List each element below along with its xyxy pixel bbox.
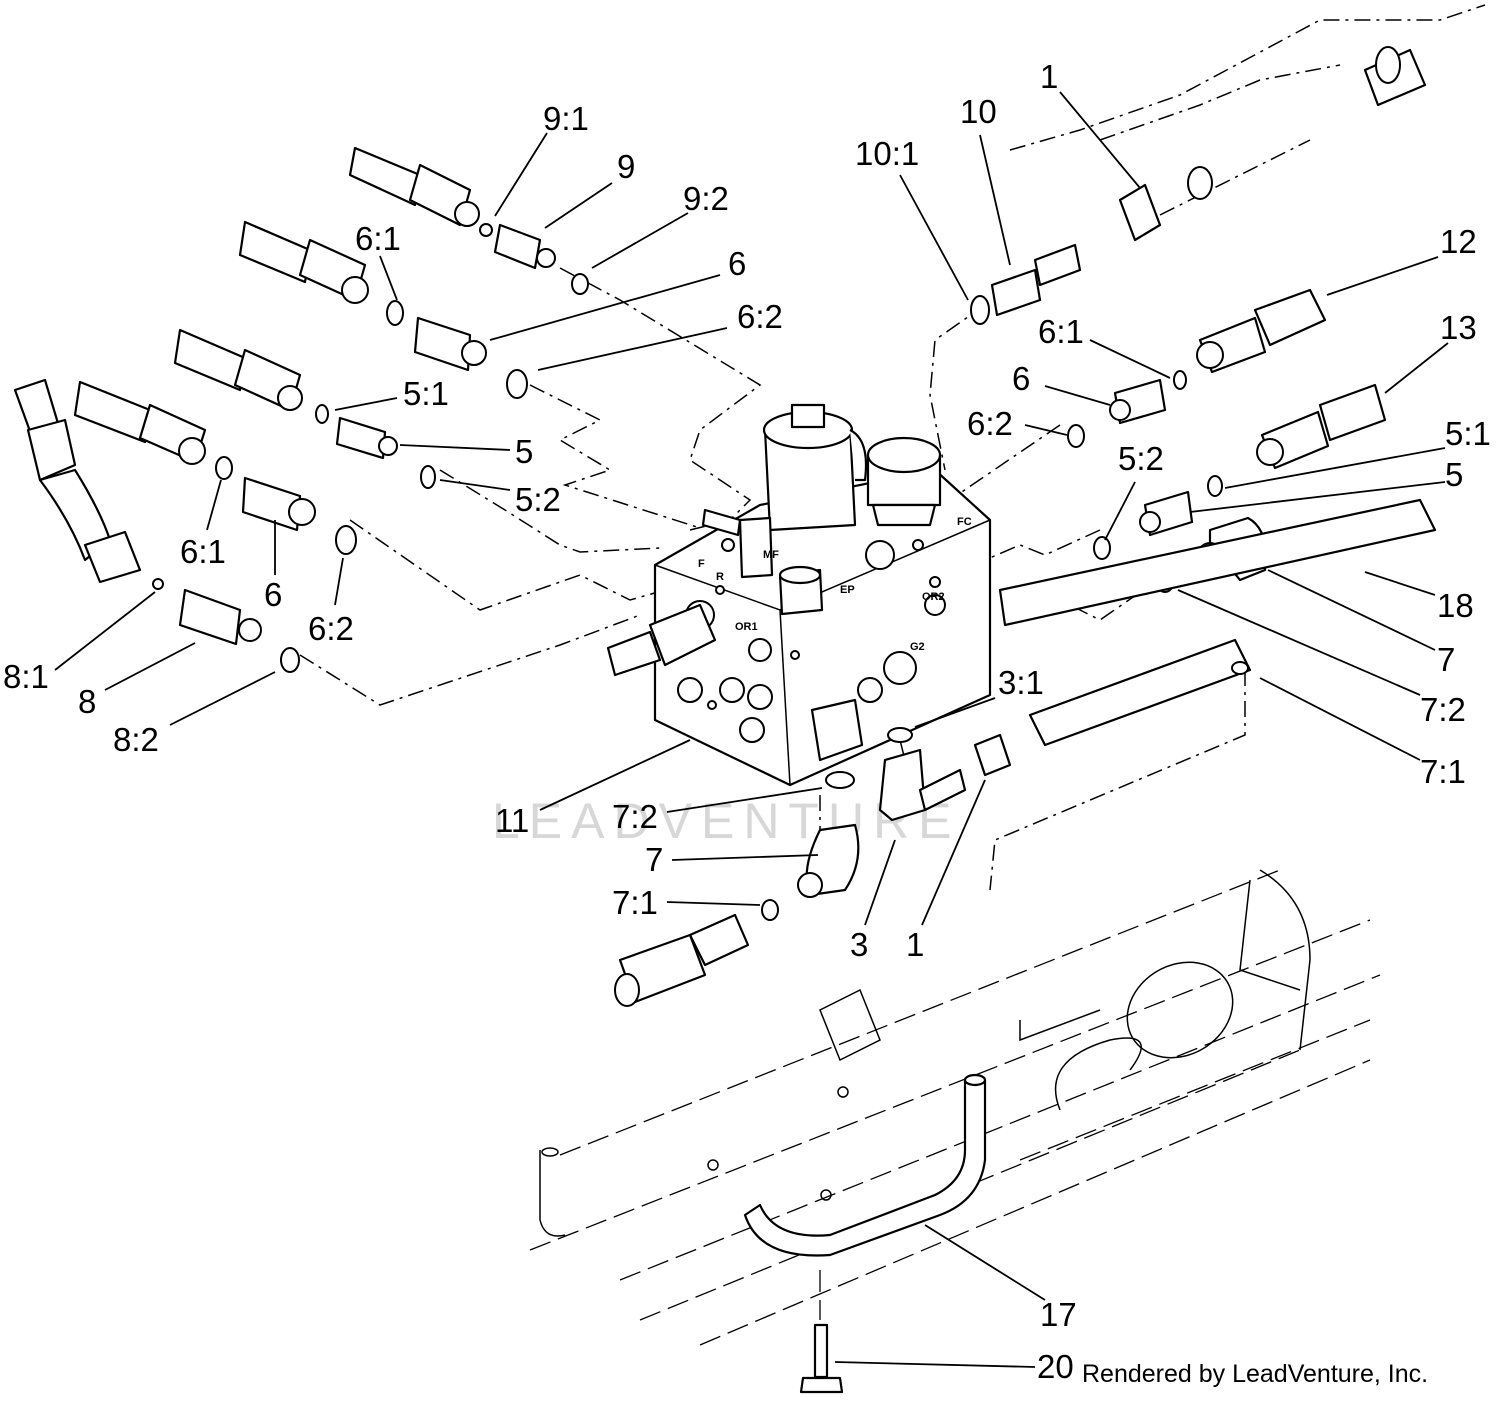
mark-ep: EP: [840, 584, 855, 596]
bracket-17: [743, 1073, 987, 1257]
callout-6-2: 6:2: [737, 298, 783, 335]
hose-fitting-9-assembly: [348, 146, 589, 295]
callout-7: 7: [645, 841, 663, 878]
mark-g2: G2: [910, 641, 925, 653]
callout-5: 5: [1445, 456, 1463, 493]
mark-or1: OR1: [735, 621, 758, 633]
callout-6-2: 6:2: [308, 610, 354, 647]
callout-5-1: 5:1: [403, 375, 449, 412]
watermark: LEADVENTURE: [492, 793, 961, 849]
callout-8-1: 8:1: [3, 658, 49, 695]
hose-fitting-5-assembly: [173, 328, 436, 489]
leader-lines: [54, 91, 1449, 1368]
callout-6-1: 6:1: [1038, 313, 1084, 350]
frame-rail: [529, 869, 1381, 1346]
callout-labels: 9:1 9 9:2 6:1 6 6:2 5:1 5 5:2 6:1 6 6:2 …: [3, 58, 1491, 1385]
callout-7-1: 7:1: [612, 884, 658, 921]
callout-7-1: 7:1: [1420, 753, 1466, 790]
tube-and-fitting-10-assembly: [970, 46, 1427, 325]
callout-5-2: 5:2: [1118, 440, 1164, 477]
callout-20: 20: [1037, 1348, 1074, 1385]
callout-6-1: 6:1: [180, 533, 226, 570]
manifold-block-11: MF F R EP FC OR1 OR2 G2: [606, 403, 992, 787]
callout-3-1: 3:1: [998, 664, 1044, 701]
mark-fc: FC: [957, 516, 972, 528]
callout-10-1: 10:1: [855, 135, 919, 172]
callout-1: 1: [906, 926, 924, 963]
callout-9-2: 9:2: [683, 180, 729, 217]
callout-9: 9: [617, 148, 635, 185]
callout-9-1: 9:1: [543, 100, 589, 137]
callout-6-2: 6:2: [967, 405, 1013, 442]
callout-10: 10: [960, 93, 997, 130]
callout-7-2: 7:2: [1420, 691, 1466, 728]
assembly-lines: [299, 4, 1486, 891]
hose-fitting-6-lower-assembly: [73, 380, 357, 555]
tube-18: [998, 498, 1437, 627]
callout-11: 11: [495, 802, 529, 839]
callout-18: 18: [1437, 587, 1474, 624]
callout-6-1: 6:1: [355, 220, 401, 257]
bolt-20: [799, 1270, 844, 1394]
callout-5: 5: [515, 433, 533, 470]
hose-fitting-13-assembly: [1093, 383, 1387, 560]
callout-7: 7: [1437, 641, 1455, 678]
callout-6: 6: [264, 576, 282, 613]
callout-13: 13: [1440, 309, 1477, 346]
callout-3: 3: [850, 926, 868, 963]
hose-fitting-12-assembly: [1067, 288, 1327, 448]
callout-5-1: 5:1: [1445, 415, 1491, 452]
tube-and-elbow-3-assembly: [878, 638, 1252, 822]
callout-6: 6: [728, 245, 746, 282]
render-credit: Rendered by LeadVenture, Inc.: [1082, 1360, 1429, 1388]
callout-12: 12: [1440, 223, 1477, 260]
callout-8: 8: [78, 683, 96, 720]
callout-17: 17: [1040, 1296, 1077, 1333]
mark-or2: OR2: [922, 591, 945, 603]
hose-fitting-6-upper-assembly: [238, 220, 528, 399]
mark-f: F: [698, 558, 705, 570]
hose-fitting-8-assembly: [13, 378, 300, 673]
callout-6: 6: [1012, 360, 1030, 397]
elbow-fitting-7-lower-assembly: [614, 771, 860, 1007]
mark-mf: MF: [763, 549, 779, 561]
mark-r: R: [716, 571, 724, 583]
callout-8-2: 8:2: [113, 721, 159, 758]
callout-7-2: 7:2: [612, 798, 658, 835]
callout-1: 1: [1040, 58, 1058, 95]
callout-5-2: 5:2: [515, 481, 561, 518]
